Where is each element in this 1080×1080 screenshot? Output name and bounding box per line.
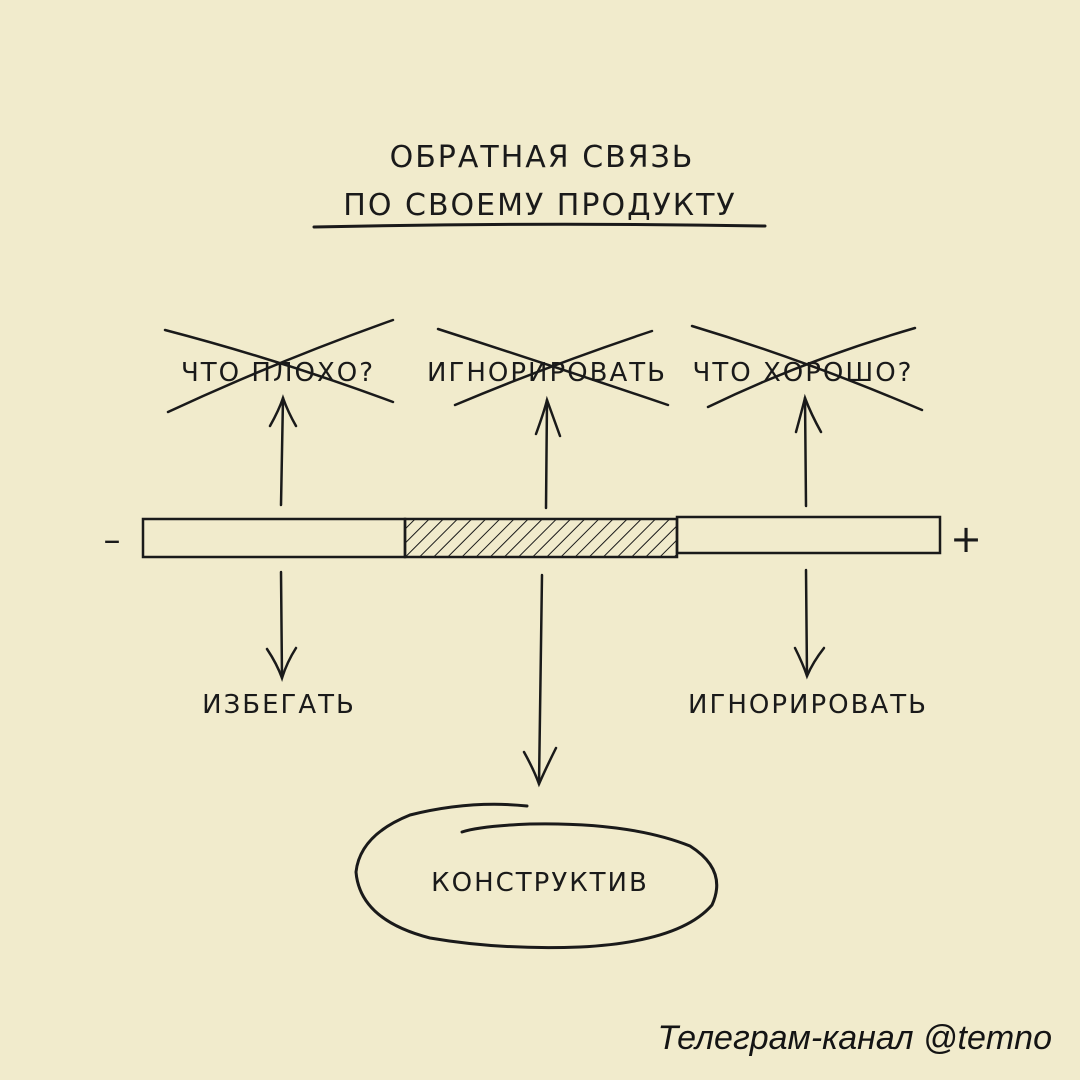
up-arrow-left: [268, 394, 298, 507]
down-arrow-right: [793, 568, 826, 680]
scale-plus-sign: +: [950, 517, 982, 561]
outcome-center-label: КОНСТРУКТИВ: [431, 868, 649, 898]
up-arrow-middle: [534, 395, 562, 510]
scale-bar-right-segment: [675, 515, 942, 555]
scale-bar-middle-hatched: [403, 517, 679, 559]
scale-bar-left-segment: [141, 517, 407, 559]
down-arrow-left: [265, 570, 298, 682]
scale-minus-sign: –: [104, 520, 121, 560]
up-arrow-right: [794, 393, 823, 508]
down-arrow-center: [522, 573, 558, 788]
title-underline: [312, 222, 767, 229]
crossed-label-middle: ИГНОРИРОВАТЬ: [427, 358, 667, 388]
outcome-left-label: ИЗБЕГАТЬ: [202, 690, 356, 720]
cross-out-left: [163, 318, 395, 414]
cross-out-right: [690, 324, 924, 412]
constructive-ellipse: [354, 802, 719, 950]
outcome-right-label: ИГНОРИРОВАТЬ: [688, 690, 928, 720]
title-line-1: ОБРАТНАЯ СВЯЗЬ: [390, 140, 695, 175]
footer-channel-credit: Телеграм-канал @temno: [657, 1019, 1052, 1057]
cross-out-middle: [436, 327, 670, 407]
title-line-2: ПО СВОЕМУ ПРОДУКТУ: [343, 188, 736, 223]
